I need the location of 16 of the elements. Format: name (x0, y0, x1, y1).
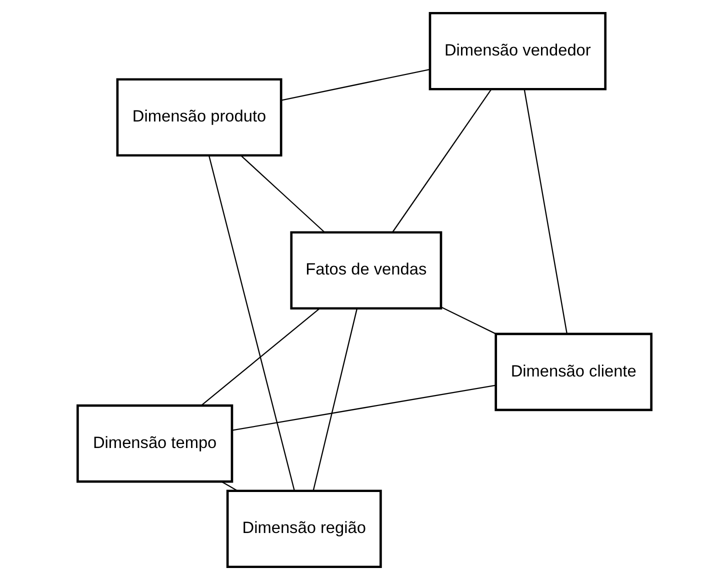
node-box: Fatos de vendas (290, 231, 442, 310)
connector (392, 88, 492, 233)
node-box: Dimensão tempo (76, 404, 233, 483)
connector (440, 306, 496, 334)
connector (232, 384, 496, 431)
node-box: Dimensão cliente (494, 332, 652, 412)
node-box: Dimensão vendedor (428, 12, 606, 90)
connector (208, 156, 294, 491)
connector (312, 308, 358, 491)
connector (200, 308, 320, 406)
connector (220, 481, 238, 492)
connector (523, 89, 568, 334)
node-box: Dimensão produto (116, 78, 282, 157)
node-box: Dimensão região (226, 490, 382, 568)
connector (240, 155, 324, 233)
connector (280, 68, 430, 101)
